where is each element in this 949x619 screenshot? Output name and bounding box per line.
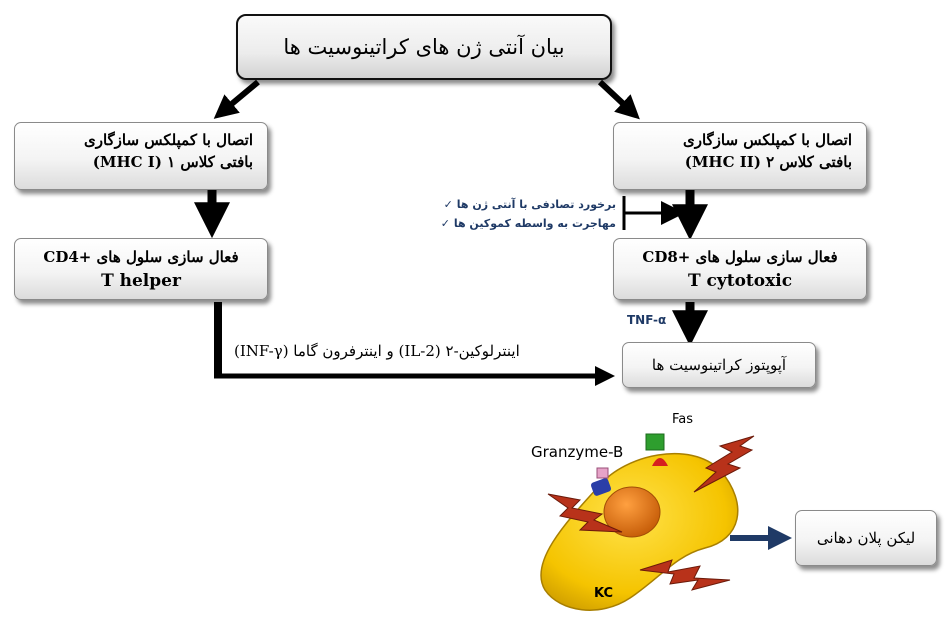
fas-receptor-icon <box>652 458 668 466</box>
fas-label: Fas <box>672 412 694 427</box>
arrow-top-to-right <box>597 79 640 120</box>
cd8-line2: T cytotoxic <box>687 271 793 291</box>
lightning-bolt-icon <box>693 435 755 493</box>
arrow-top-to-left <box>213 79 260 119</box>
tnf-alpha-label: TNF-α <box>627 313 667 327</box>
cd4-line2: T helper <box>101 271 181 291</box>
mhc2-line2: بافتی کلاس ۲ (MHC II) <box>684 153 852 171</box>
note-text: مهاجرت به واسطه کموکین ها <box>453 217 616 230</box>
check-icon: ✓ <box>440 217 450 230</box>
note-random-encounter: برخورد تصادفی با آنتی ژن ها ✓ <box>402 198 616 211</box>
apoptosis-text: آپوپتوز کراتینوسیت ها <box>651 356 787 374</box>
mhc1-line1: اتصال با کمپلکس سازگاری <box>83 131 253 149</box>
kc-label: KC <box>594 586 614 601</box>
cytokine-label: اینترلوکین-۲ (IL-2) و اینترفرون گاما (IN… <box>234 342 520 360</box>
note-chemokine-migration: مهاجرت به واسطه کموکین ها ✓ <box>402 217 616 230</box>
cd8-line1: فعال سازی سلول های +CD8 <box>642 248 838 266</box>
mhc2-line1: اتصال با کمپلکس سازگاری <box>682 131 852 149</box>
cell-nucleus <box>603 486 661 538</box>
oral-lichen-planus-box: لیکن پلان دهانی <box>795 510 937 566</box>
check-icon: ✓ <box>443 198 453 211</box>
mhc1-binding-box: اتصال با کمپلکس سازگاری بافتی کلاس ۱ (MH… <box>14 122 268 190</box>
cd8-activation-box: فعال سازی سلول های +CD8 T cytotoxic <box>613 238 867 300</box>
apoptosis-box: آپوپتوز کراتینوسیت ها <box>622 342 816 388</box>
granzyme-receptor-icon <box>590 478 612 496</box>
cd4-line1: فعال سازی سلول های +CD4 <box>43 248 239 266</box>
antigen-expression-text: بیان آنتی ژن های کراتینوسیت ها <box>283 35 565 59</box>
cd4-activation-box: فعال سازی سلول های +CD4 T helper <box>14 238 268 300</box>
fas-receptor-cube <box>645 433 665 451</box>
granzyme-label: Granzyme-B <box>531 443 624 461</box>
oral-lichen-planus-text: لیکن پلان دهانی <box>816 529 916 547</box>
mhc2-binding-box: اتصال با کمپلکس سازگاری بافتی کلاس ۲ (MH… <box>613 122 867 190</box>
note-text: برخورد تصادفی با آنتی ژن ها <box>456 198 616 211</box>
antigen-expression-box: بیان آنتی ژن های کراتینوسیت ها <box>236 14 612 80</box>
lightning-bolt-icon <box>639 559 731 591</box>
mhc1-line2: بافتی کلاس ۱ (MHC I) <box>92 153 253 171</box>
lightning-bolt-icon <box>547 493 623 533</box>
granzyme-cube <box>596 467 609 479</box>
